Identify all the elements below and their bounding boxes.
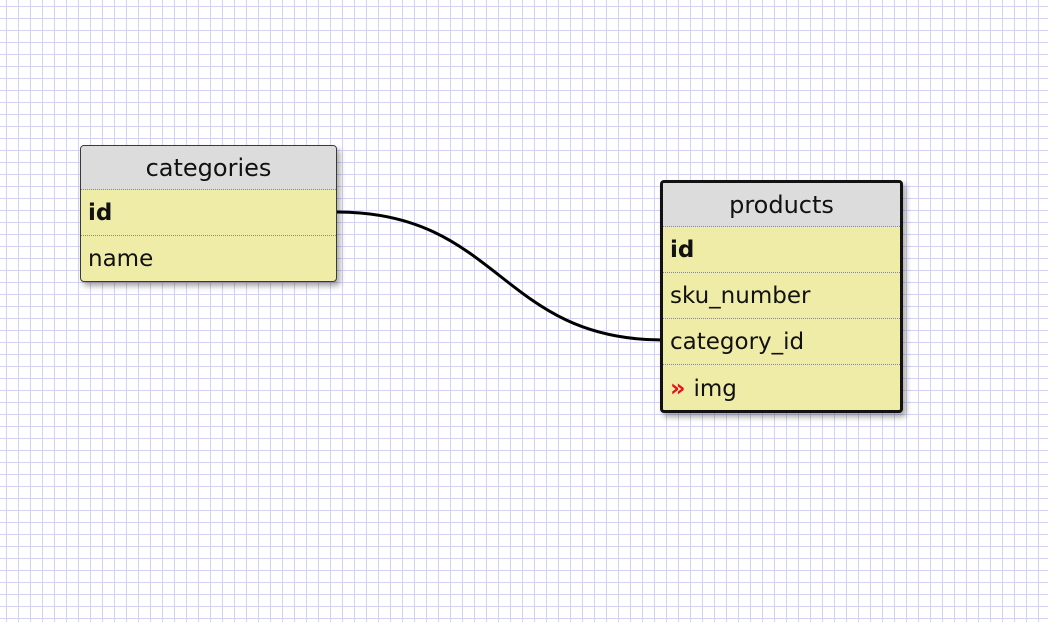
table-products[interactable]: products id sku_number category_id » img bbox=[660, 180, 903, 413]
table-categories[interactable]: categories id name bbox=[80, 145, 337, 282]
column-name: id bbox=[670, 237, 695, 263]
column-row-products-img[interactable]: » img bbox=[663, 365, 900, 410]
column-row-products-sku-number[interactable]: sku_number bbox=[663, 273, 900, 319]
column-row-categories-id[interactable]: id bbox=[81, 190, 336, 236]
table-header-products[interactable]: products bbox=[663, 183, 900, 227]
double-chevron-right-icon: » bbox=[670, 374, 685, 402]
column-row-products-id[interactable]: id bbox=[663, 227, 900, 273]
column-name: id bbox=[88, 200, 113, 226]
table-header-categories[interactable]: categories bbox=[81, 146, 336, 190]
column-name: category_id bbox=[670, 329, 805, 355]
column-name: img bbox=[693, 376, 737, 402]
column-row-categories-name[interactable]: name bbox=[81, 236, 336, 281]
relationship-line-categories-id-to-products-category-id[interactable] bbox=[336, 210, 664, 342]
column-name: sku_number bbox=[670, 283, 811, 309]
column-row-products-category-id[interactable]: category_id bbox=[663, 319, 900, 365]
column-name: name bbox=[88, 246, 154, 272]
